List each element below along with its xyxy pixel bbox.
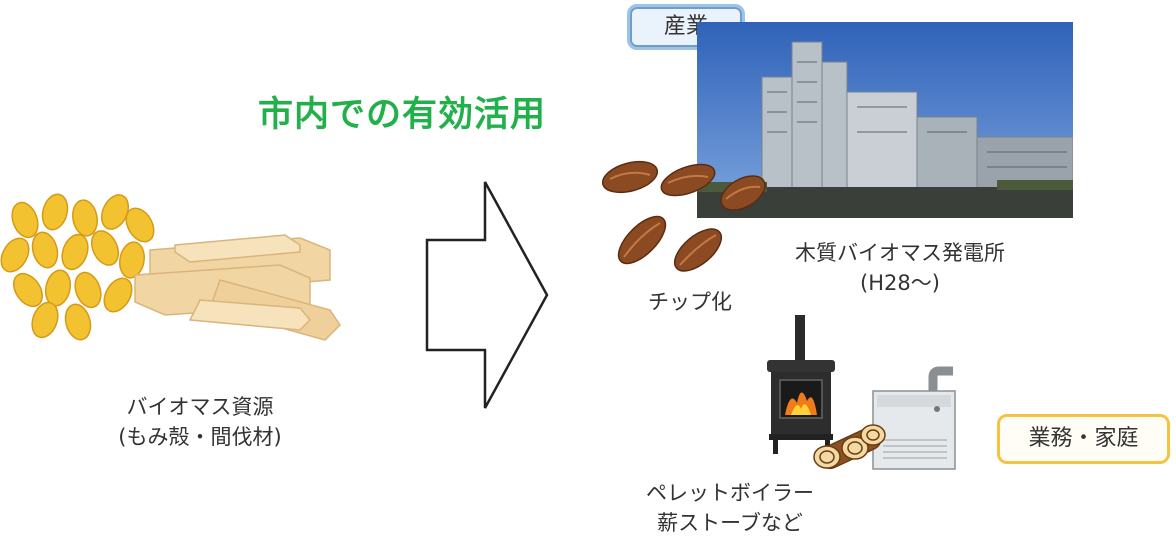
stove-and-boiler-illustration (767, 315, 956, 470)
stove-caption: ペレットボイラー 薪ストーブなど (620, 478, 840, 538)
timber-pile (134, 234, 341, 341)
resource-label-line2: (もみ殻・間伐材) (118, 425, 282, 449)
plant-label-line1: 木質バイオマス発電所 (795, 241, 1005, 265)
firewood-logs (813, 424, 886, 470)
stove-label-line1: ペレットボイラー (646, 481, 814, 505)
wood-stove (767, 315, 835, 454)
resource-caption: バイオマス資源 (もみ殻・間伐材) (80, 392, 320, 452)
pellet-boiler (872, 366, 956, 470)
headline: 市内での有効活用 (258, 95, 547, 135)
chip-caption: チップ化 (648, 290, 732, 314)
rice-husk-pile (0, 193, 155, 341)
process-arrow (425, 181, 549, 409)
wood-chips-illustration (601, 160, 766, 272)
plant-label-line2: (H28〜) (860, 271, 940, 295)
stove-label-line2: 薪ストーブなど (657, 511, 803, 535)
badge-business-home: 業務・家庭 (997, 414, 1170, 464)
rice-husk-and-timber-illustration (0, 193, 341, 341)
resource-label-line1: バイオマス資源 (126, 395, 274, 419)
plant-caption: 木質バイオマス発電所 (H28〜) (770, 238, 1030, 298)
